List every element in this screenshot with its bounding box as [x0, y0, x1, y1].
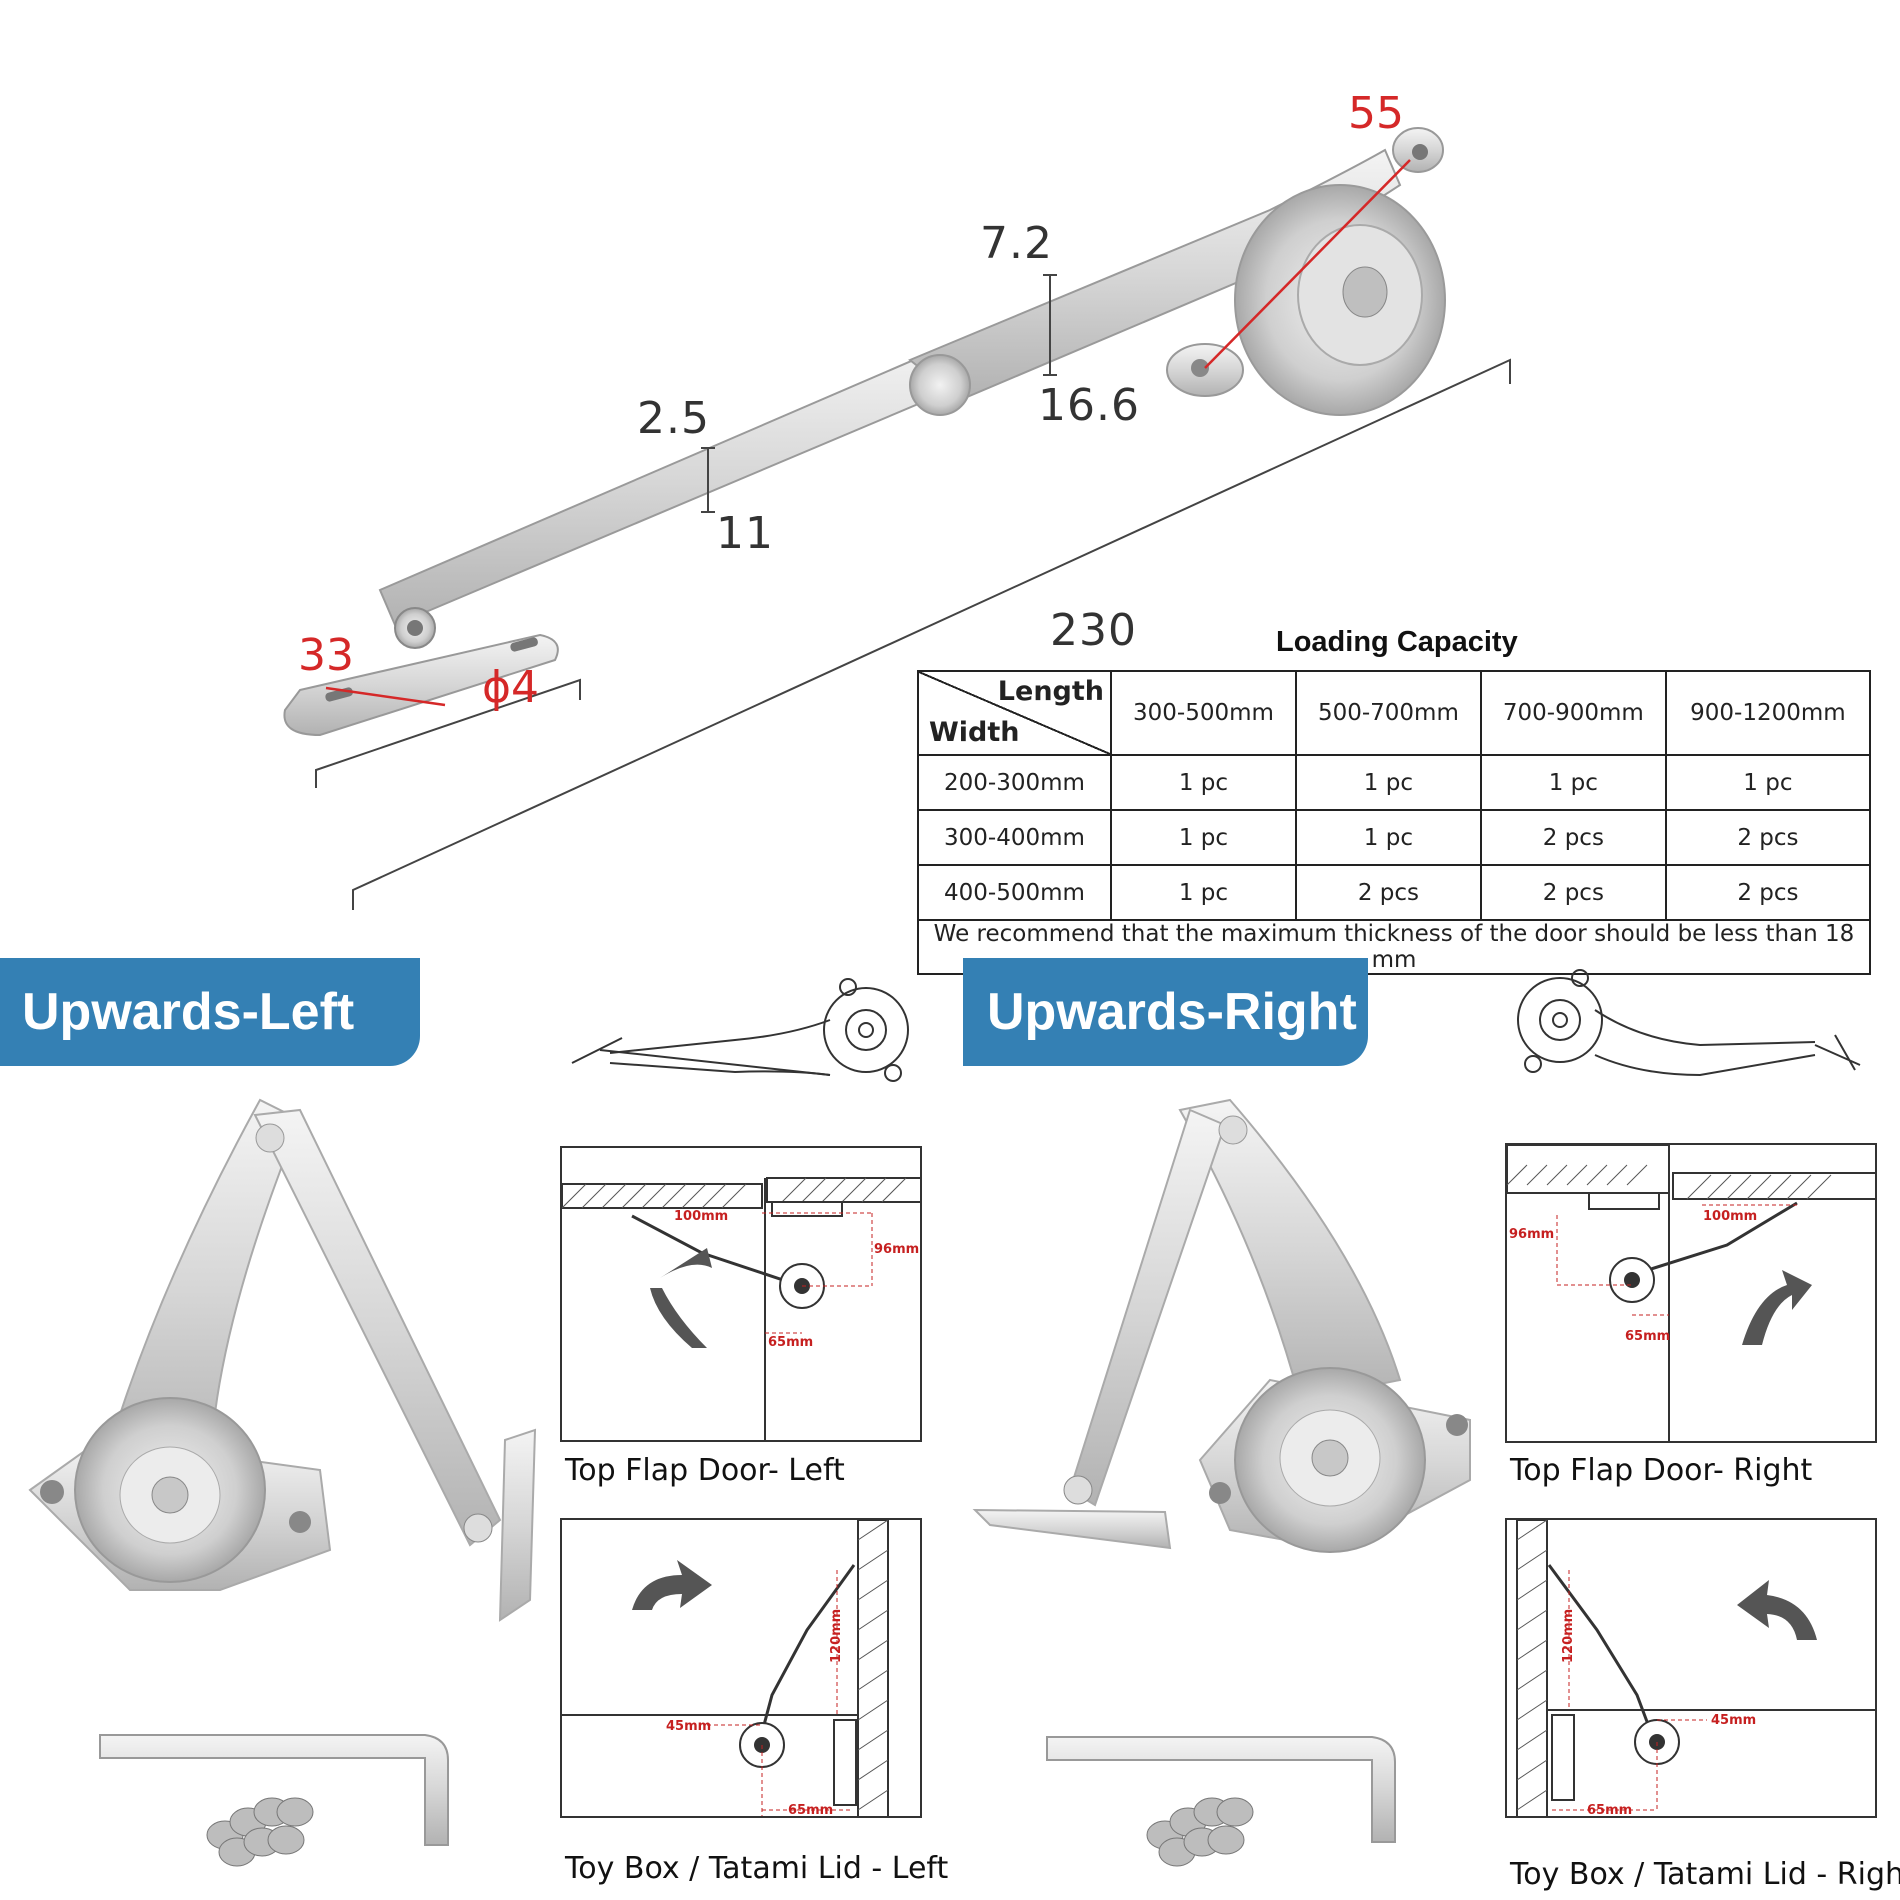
label-96mm: 96mm	[1509, 1227, 1554, 1242]
left-screws	[206, 1797, 314, 1867]
hinge-arm-pivot	[909, 354, 971, 416]
column-header: 900-1200mm	[1664, 670, 1872, 756]
dimension-33: 33	[298, 630, 354, 681]
label-65mm: 65mm	[1625, 1329, 1670, 1344]
column-header: 300-500mm	[1110, 670, 1297, 756]
loading-capacity-title: Loading Capacity	[1276, 626, 1518, 658]
top-flap-left-diagram: 100mm 96mm 65mm	[560, 1146, 922, 1442]
label-100mm: 100mm	[1703, 1209, 1757, 1224]
row-header: 200-300mm	[917, 754, 1112, 811]
table-row: 400-500mm 1 pc 2 pcs 2 pcs 2 pcs	[917, 864, 1872, 921]
label-45mm: 45mm	[666, 1719, 711, 1734]
header-length: Length	[997, 676, 1104, 707]
label-65mm: 65mm	[768, 1335, 813, 1350]
dimension-phi4: ϕ4	[482, 662, 540, 713]
left-hex-key	[99, 1734, 449, 1846]
header-width: Width	[929, 717, 1020, 748]
dim-line-230	[352, 358, 1511, 910]
dimension-7-2: 7.2	[980, 218, 1053, 269]
dimension-230: 230	[1050, 605, 1137, 656]
dimension-16-6: 16.6	[1038, 380, 1140, 431]
table-cell: 1 pc	[1664, 754, 1872, 811]
caption-top-flap-right: Top Flap Door- Right	[1510, 1453, 1813, 1488]
table-row: 300-400mm 1 pc 1 pc 2 pcs 2 pcs	[917, 809, 1872, 866]
row-header: 300-400mm	[917, 809, 1112, 866]
table-cell: 2 pcs	[1664, 809, 1872, 866]
label-120mm: 120mm	[829, 1609, 844, 1663]
dim-line-55	[1204, 159, 1411, 369]
label-45mm: 45mm	[1711, 1713, 1756, 1728]
hinge-product-drawing	[283, 127, 1511, 910]
table-cell: 1 pc	[1294, 809, 1482, 866]
table-cell: 1 pc	[1110, 809, 1297, 866]
table-row: 200-300mm 1 pc 1 pc 1 pc 1 pc	[917, 754, 1872, 811]
right-hinge-outline-icon	[1517, 969, 1861, 1077]
dimension-11: 11	[716, 508, 774, 559]
dimension-55: 55	[1348, 88, 1404, 139]
left-hinge-outline-icon	[571, 978, 909, 1082]
table-cell: 2 pcs	[1479, 809, 1667, 866]
label-65mm: 65mm	[1587, 1803, 1632, 1818]
table-cell: 2 pcs	[1294, 864, 1482, 921]
table-cell: 1 pc	[1110, 864, 1297, 921]
table-cell: 2 pcs	[1479, 864, 1667, 921]
table-cell: 1 pc	[1294, 754, 1482, 811]
table-cell: 2 pcs	[1664, 864, 1872, 921]
dim-line-33	[315, 678, 581, 788]
toy-box-right-diagram: 45mm 65mm 120mm	[1505, 1518, 1877, 1818]
label-96mm: 96mm	[874, 1242, 919, 1257]
banner-upwards-left: Upwards-Left	[0, 958, 420, 1066]
label-100mm: 100mm	[674, 1209, 728, 1224]
dim-line-phi4	[325, 686, 446, 707]
hinge-foot-plate	[283, 633, 559, 737]
banner-upwards-right: Upwards-Right	[963, 958, 1368, 1066]
right-screws	[1146, 1797, 1254, 1867]
table-corner-header: Length Width	[917, 670, 1112, 756]
table-cell: 1 pc	[1479, 754, 1667, 811]
label-120mm: 120mm	[1561, 1609, 1576, 1663]
caption-top-flap-left: Top Flap Door- Left	[565, 1453, 845, 1488]
toy-box-left-diagram: 45mm 65mm 120mm	[560, 1518, 922, 1818]
label-65mm: 65mm	[788, 1803, 833, 1818]
right-hex-key	[1046, 1736, 1396, 1843]
row-header: 400-500mm	[917, 864, 1112, 921]
table-cell: 1 pc	[1110, 754, 1297, 811]
dimension-2-5: 2.5	[637, 393, 710, 444]
caption-toy-box-left: Toy Box / Tatami Lid - Left	[565, 1851, 949, 1886]
column-header: 700-900mm	[1479, 670, 1667, 756]
caption-toy-box-right: Toy Box / Tatami Lid - Right	[1510, 1857, 1900, 1892]
loading-capacity-table: Length Width 300-500mm 500-700mm 700-900…	[917, 670, 1872, 975]
column-header: 500-700mm	[1294, 670, 1482, 756]
top-flap-right-diagram: 100mm 96mm 65mm	[1505, 1143, 1877, 1443]
